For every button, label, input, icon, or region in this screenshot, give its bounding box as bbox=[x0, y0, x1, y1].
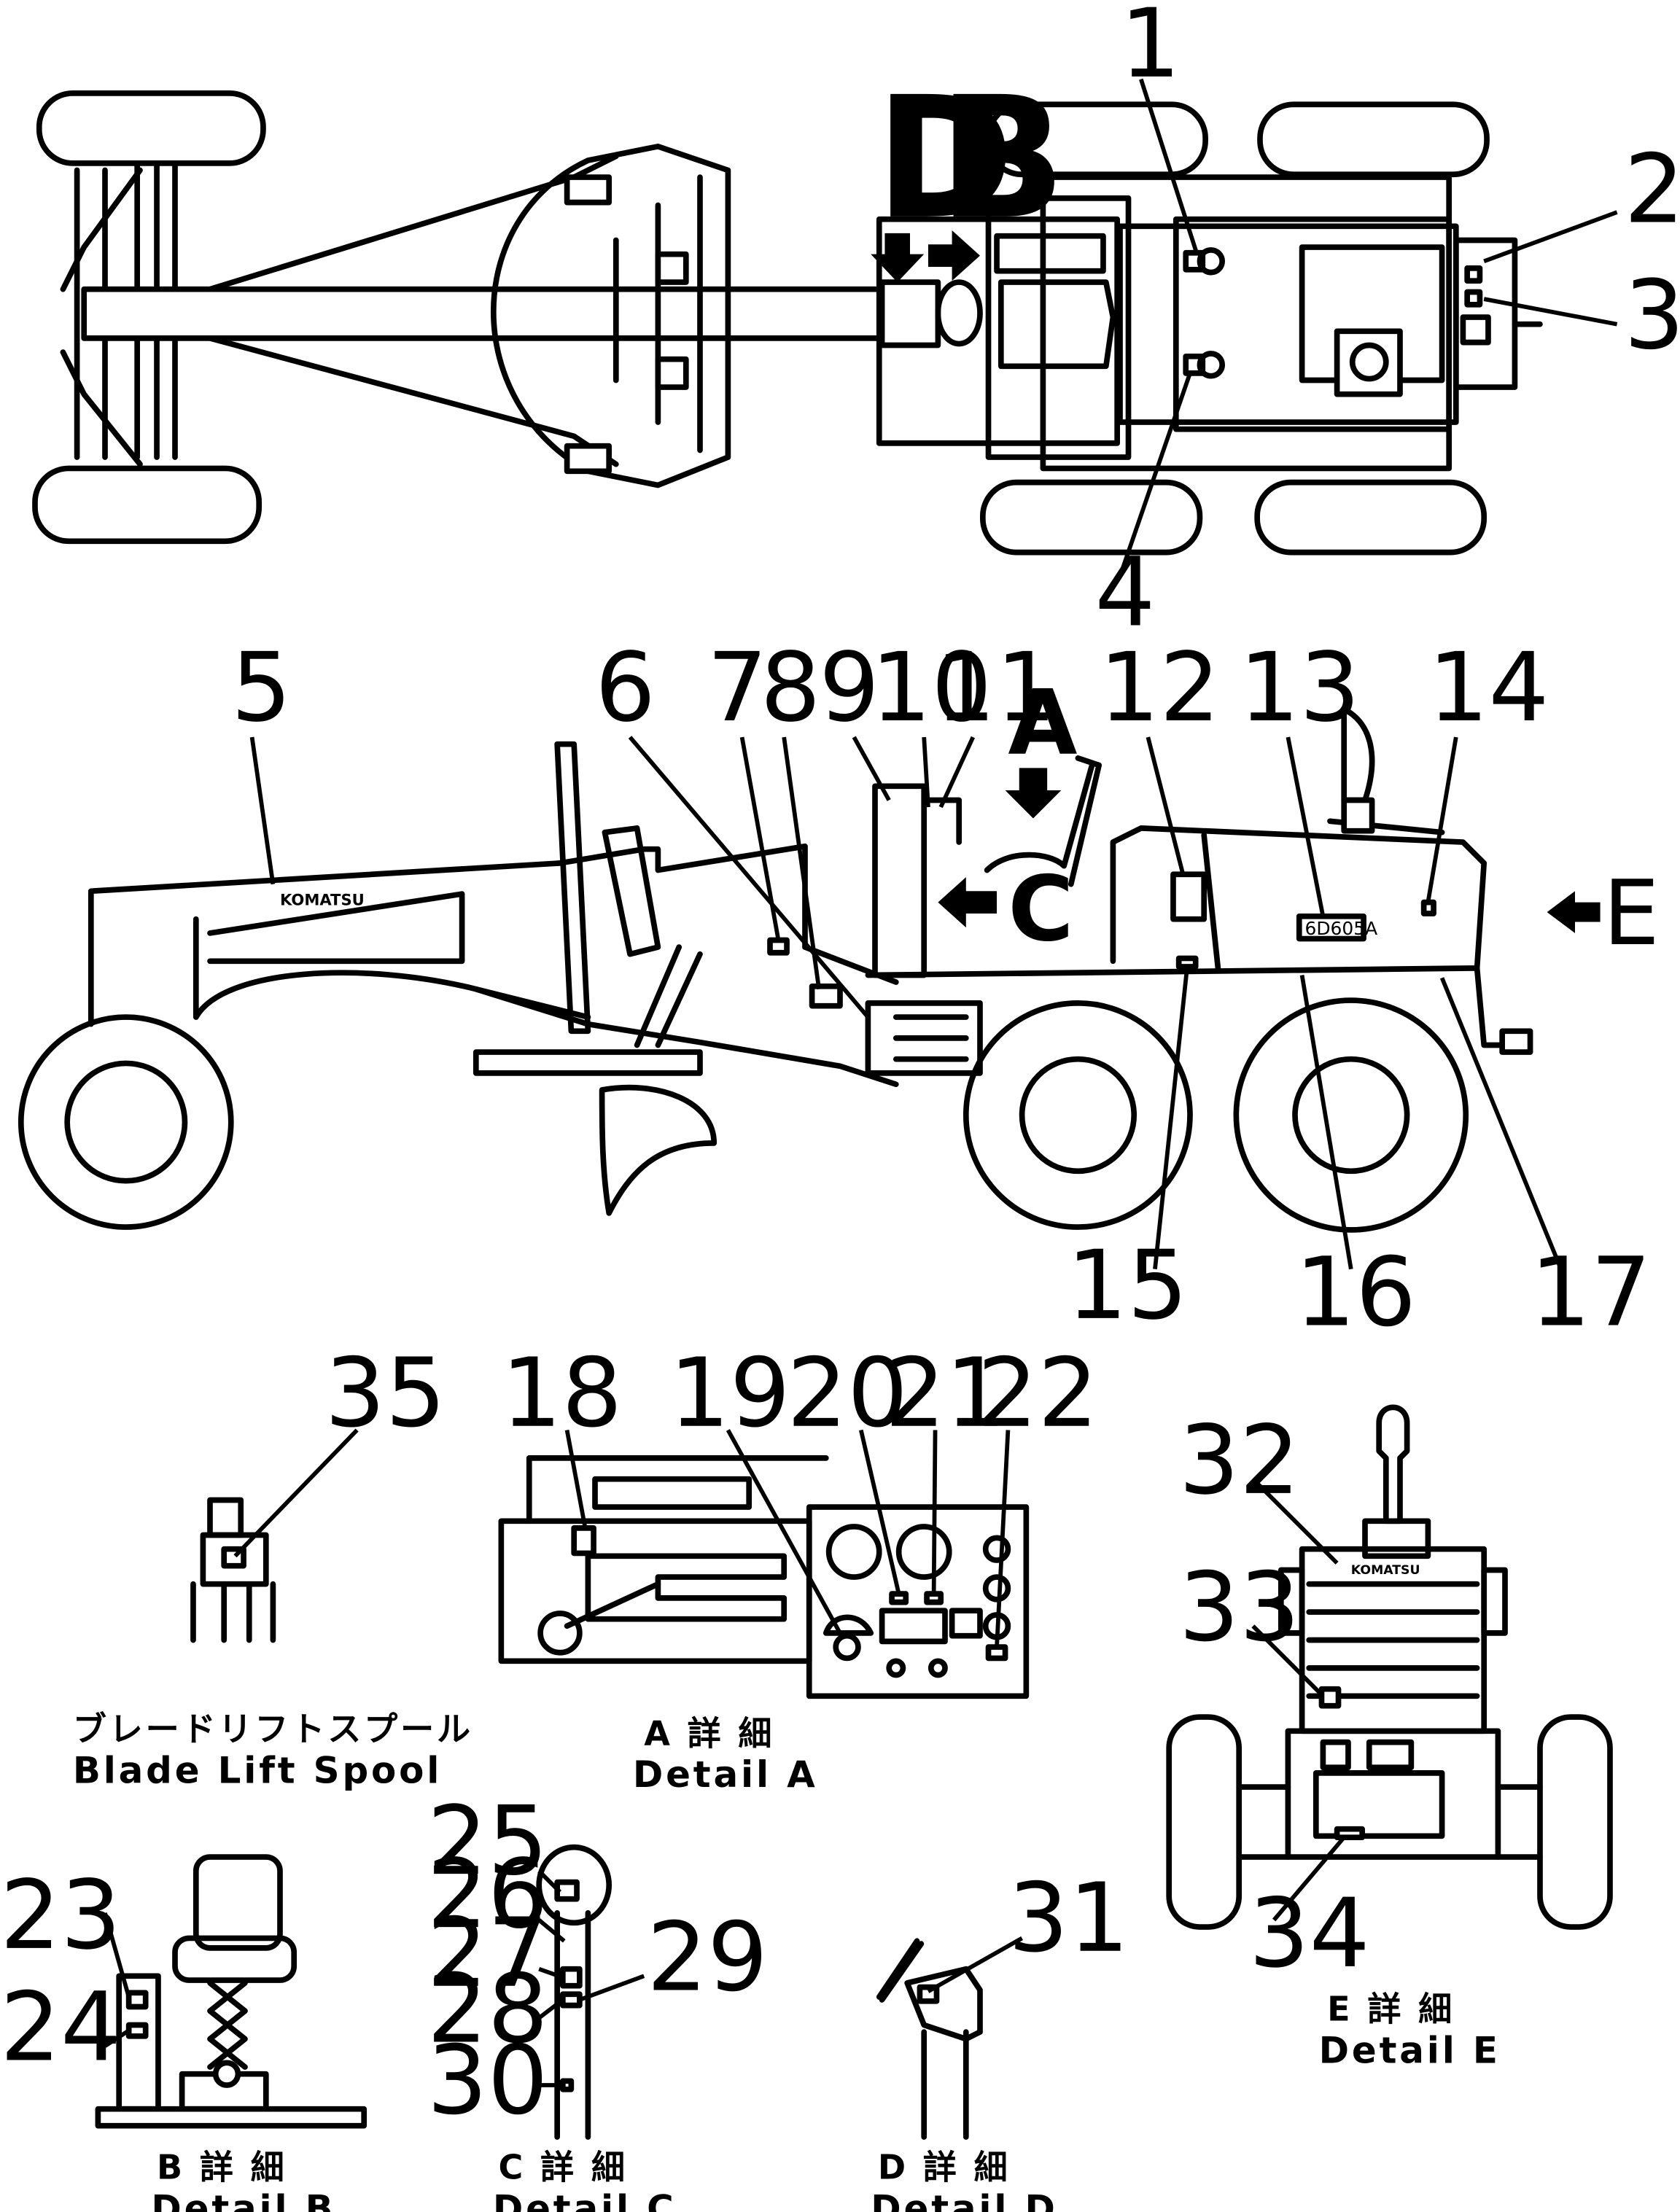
blade-side bbox=[599, 1084, 718, 1216]
callout-11: 11 bbox=[936, 632, 1057, 743]
detail-c-panel bbox=[536, 1844, 612, 2140]
callout-19: 19 bbox=[669, 1338, 790, 1449]
callout-35: 35 bbox=[324, 1338, 446, 1449]
callout-15: 15 bbox=[1067, 1230, 1188, 1341]
captions: ブレードリフトスプール Blade Lift Spool A 詳 細 Detai… bbox=[73, 1710, 1501, 2212]
callout-10: 10 bbox=[871, 632, 992, 743]
callout-1: 1 bbox=[1120, 0, 1181, 99]
callout-18: 18 bbox=[501, 1338, 622, 1449]
detail-a-caption-jp: A 詳 細 bbox=[644, 1713, 774, 1753]
view-markers: D B A C E bbox=[875, 61, 1660, 965]
callout-27: 27 bbox=[427, 1898, 548, 2009]
komatsu-front-decal: KOMATSU bbox=[1351, 1563, 1420, 1578]
detail-b-panel bbox=[95, 1854, 368, 2129]
callout-8: 8 bbox=[761, 632, 821, 743]
detail-e-caption-jp: E 詳 細 bbox=[1327, 1990, 1455, 2029]
detail-a-panel bbox=[498, 1455, 1030, 1699]
callout-12: 12 bbox=[1099, 632, 1220, 743]
front-frame-side bbox=[88, 844, 899, 1027]
callout-numbers: 1 2 3 4 5 6 7 8 9 10 11 12 13 14 15 16 1… bbox=[0, 0, 1680, 2135]
detail-d-caption-jp: D 詳 細 bbox=[878, 2148, 1011, 2187]
callout-33: 33 bbox=[1179, 1551, 1300, 1662]
detail-c-caption-jp: C 詳 細 bbox=[499, 2148, 628, 2187]
rear-wheel-2-side bbox=[1233, 997, 1469, 1233]
detail-a-caption-en: Detail A bbox=[633, 1753, 818, 1796]
callout-21: 21 bbox=[884, 1338, 1006, 1449]
callout-5: 5 bbox=[231, 632, 292, 743]
callout-9: 9 bbox=[819, 632, 879, 743]
front-right-wheel-top bbox=[32, 465, 262, 545]
callout-7: 7 bbox=[707, 632, 768, 743]
front-wheel-side bbox=[18, 1014, 234, 1230]
view-marker-b: B bbox=[938, 61, 1066, 257]
callout-6: 6 bbox=[595, 632, 656, 743]
arrow-d-icon bbox=[871, 233, 925, 283]
callout-25: 25 bbox=[427, 1785, 548, 1896]
blade-lift-spool-caption-en: Blade Lift Spool bbox=[73, 1749, 442, 1791]
detail-b-caption-jp: B 詳 細 bbox=[157, 2148, 287, 2187]
callout-16: 16 bbox=[1295, 1237, 1416, 1347]
callout-32: 32 bbox=[1179, 1405, 1300, 1516]
blade-lift-spool-caption-jp: ブレードリフトスプール bbox=[73, 1710, 473, 1749]
callout-23: 23 bbox=[0, 1860, 121, 1971]
blade-lift-spool-detail bbox=[190, 1497, 276, 1643]
callout-17: 17 bbox=[1531, 1237, 1652, 1347]
callout-20: 20 bbox=[787, 1338, 908, 1449]
detail-e-panel bbox=[1166, 1404, 1613, 1930]
view-marker-c: C bbox=[1008, 857, 1073, 961]
arrow-a-icon bbox=[1005, 768, 1062, 819]
callout-4: 4 bbox=[1094, 537, 1155, 647]
view-marker-e: E bbox=[1603, 861, 1660, 965]
view-marker-d: D bbox=[875, 61, 1014, 257]
top-view bbox=[32, 90, 1543, 556]
callout-28: 28 bbox=[427, 1954, 548, 2065]
callout-24: 24 bbox=[0, 1971, 121, 2082]
side-view bbox=[18, 706, 1601, 1233]
arrow-c-icon bbox=[938, 877, 998, 928]
callout-2: 2 bbox=[1624, 134, 1680, 245]
callout-30: 30 bbox=[427, 2025, 548, 2135]
callout-22: 22 bbox=[977, 1338, 1098, 1449]
callout-3: 3 bbox=[1624, 260, 1680, 370]
callout-14: 14 bbox=[1428, 632, 1549, 743]
front-left-wheel-top bbox=[36, 90, 266, 166]
leader-lines bbox=[103, 78, 1618, 2087]
detail-c-caption-en: Detail C bbox=[493, 2187, 677, 2212]
main-frame-top bbox=[81, 286, 899, 341]
komatsu-side-decal: KOMATSU bbox=[280, 890, 365, 908]
decal-texts: KOMATSU KOMATSU 6D605A bbox=[280, 890, 1420, 1578]
arrow-e-icon bbox=[1547, 891, 1601, 933]
detail-b-caption-en: Detail B bbox=[151, 2187, 335, 2212]
callout-34: 34 bbox=[1249, 1878, 1370, 1989]
arrow-b-icon bbox=[928, 230, 980, 281]
detail-e-caption-en: Detail E bbox=[1319, 2029, 1501, 2071]
rear-wheel-1-side bbox=[962, 1000, 1193, 1230]
engine-model-decal: 6D605A bbox=[1304, 918, 1377, 939]
detail-d-caption-en: Detail D bbox=[871, 2187, 1058, 2212]
callout-13: 13 bbox=[1239, 632, 1360, 743]
callout-29: 29 bbox=[647, 1901, 768, 2012]
callout-31: 31 bbox=[1008, 1863, 1129, 1974]
view-marker-a: A bbox=[1008, 671, 1077, 775]
callout-26: 26 bbox=[427, 1839, 548, 1950]
